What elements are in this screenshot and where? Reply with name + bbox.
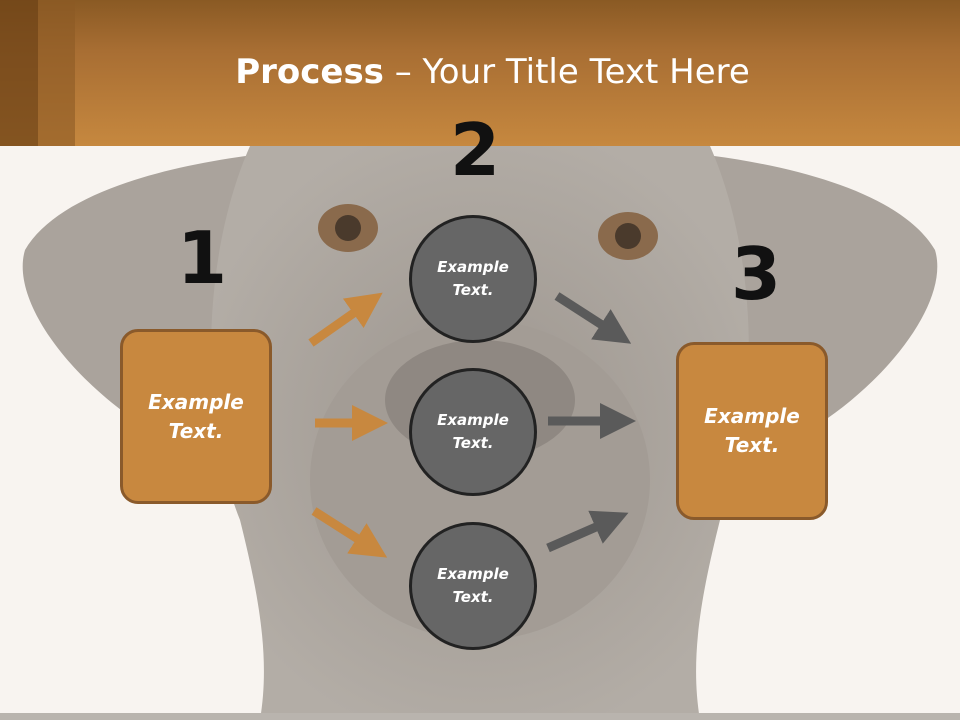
circle-middle-line1: Example — [437, 411, 509, 429]
footer-bar — [0, 713, 960, 720]
circle-top-line2: Text. — [452, 281, 493, 299]
circle-bottom-line2: Text. — [452, 588, 493, 606]
circle-top-line1: Example — [437, 258, 509, 276]
step-3-text-line1: Example — [704, 404, 800, 428]
arrow-from-circle-bottom — [548, 520, 612, 548]
step-number-3: 3 — [731, 238, 781, 310]
step-3-text-line2: Text. — [725, 433, 780, 457]
arrow-to-circle-top — [311, 303, 368, 343]
step-number-2: 2 — [450, 114, 500, 186]
step-number-1: 1 — [177, 222, 227, 294]
arrow-to-circle-bottom — [314, 511, 372, 548]
step-1-text-line1: Example — [148, 390, 244, 414]
step-1-text-line2: Text. — [169, 419, 224, 443]
arrow-from-circle-top — [557, 296, 616, 334]
circle-middle-line2: Text. — [452, 434, 493, 452]
circle-bottom-line1: Example — [437, 565, 509, 583]
